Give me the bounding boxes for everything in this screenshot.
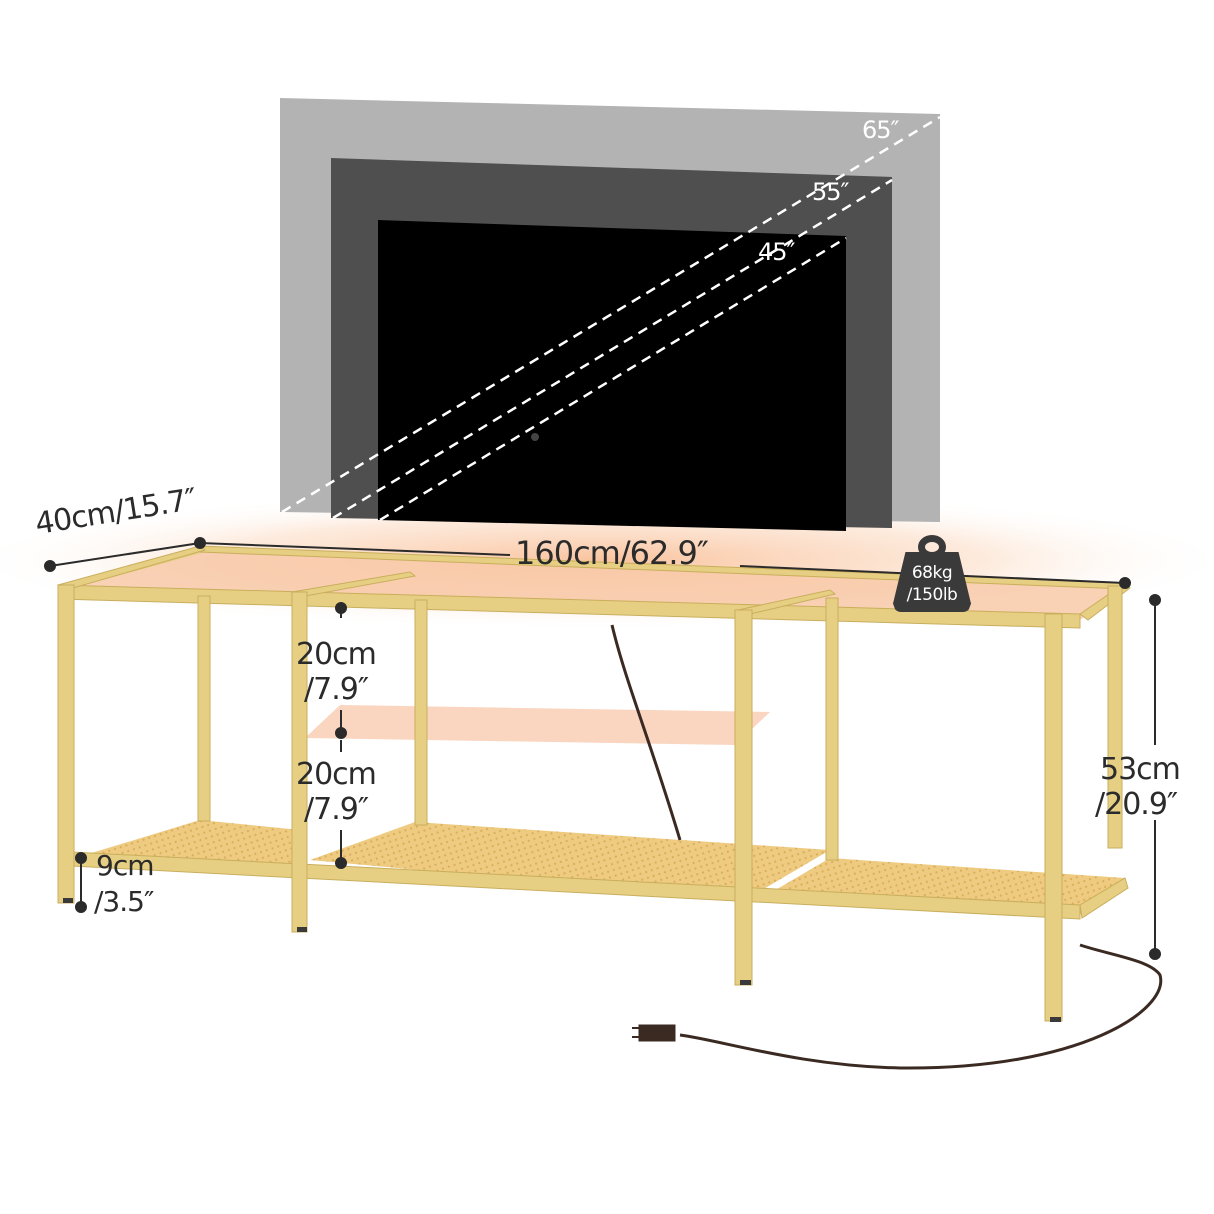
tv-size-outlines xyxy=(280,98,941,531)
gold-frame xyxy=(56,545,1131,1022)
height-label-cm: 53cm xyxy=(1100,752,1181,787)
plug xyxy=(638,1024,676,1042)
glass-top xyxy=(58,548,1125,620)
glass-middle-shelf xyxy=(305,705,770,745)
load-capacity-kg: 68kg xyxy=(911,563,953,583)
clearance-label-cm: 9cm xyxy=(96,849,154,882)
load-capacity-lb: /150lb xyxy=(906,585,958,605)
lower-gap-label-in: /7.9″ xyxy=(304,792,369,827)
leg-feet xyxy=(63,898,1061,1022)
power-cable xyxy=(610,624,1163,1070)
upper-gap-label-cm: 20cm xyxy=(296,637,377,672)
height-label-in: /20.9″ xyxy=(1095,787,1178,822)
clearance-label-in: /3.5″ xyxy=(94,885,154,918)
weight-body xyxy=(893,552,971,612)
tv-55-label: 55″ xyxy=(812,178,850,206)
tv-center-dot xyxy=(531,433,539,441)
tv-65-label: 65″ xyxy=(862,116,900,144)
width-label: 160cm/62.9″ xyxy=(515,534,709,572)
tv-45-outline xyxy=(378,220,846,531)
upper-gap-label-in: /7.9″ xyxy=(304,672,369,707)
weight-icon: 68kg /150lb xyxy=(893,535,971,613)
lower-gap-label-cm: 20cm xyxy=(296,757,377,792)
mesh-shelf-middle xyxy=(310,822,830,900)
tv-45-label: 45″ xyxy=(758,238,796,266)
